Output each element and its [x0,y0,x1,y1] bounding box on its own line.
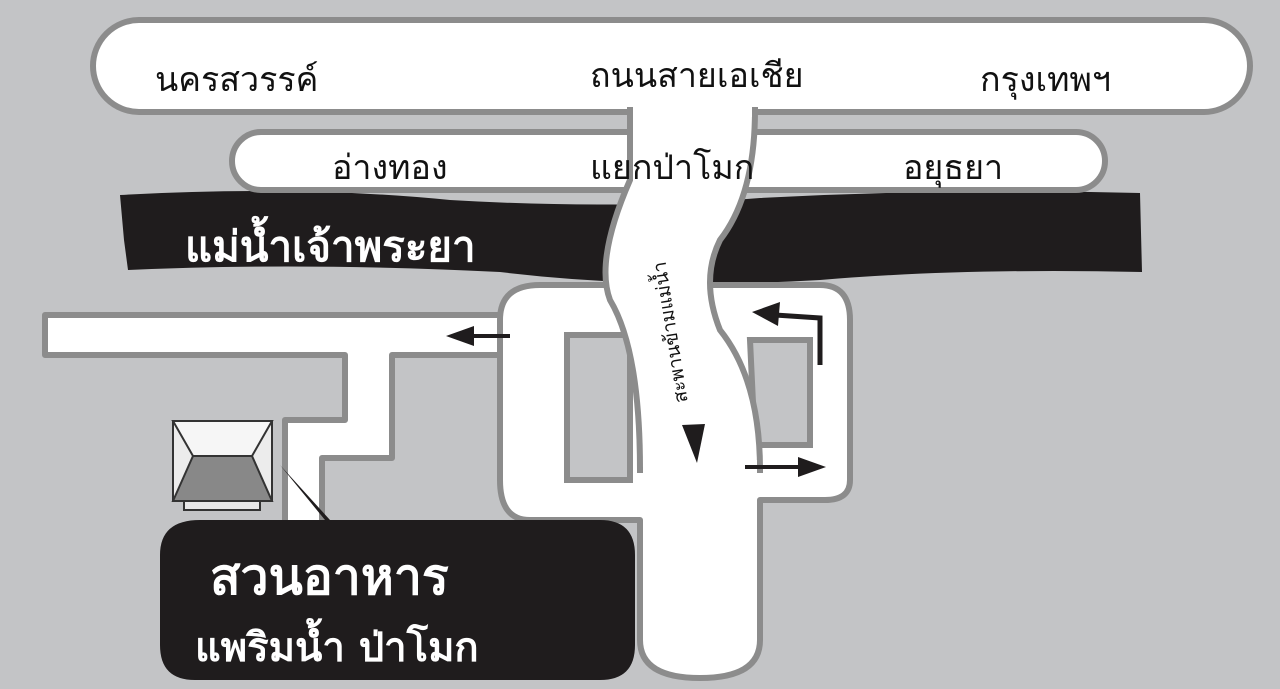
destination-name: สวนอาหาร [210,548,449,606]
arrow-down-icon [682,424,705,463]
road-left [42,312,518,528]
label-asian-highway: ถนนสายเอเชีย [590,56,804,96]
loop-inner-left [564,332,633,483]
callout-bubble [160,465,635,680]
label-pa-mok-junction: แยกป่าโมก [590,148,755,188]
arrow-turn-icon [774,312,823,365]
label-bangkok: กรุงเทพฯ [980,60,1111,100]
label-nakhon-sawan: นครสวรรค์ [155,60,319,100]
building-icon [171,420,274,511]
label-ang-thong: อ่างทอง [332,148,448,188]
label-ayutthaya: อยุธยา [903,148,1004,188]
bridge-road [602,107,764,473]
destination-subtitle: แพริมน้ำ ป่าโมก [195,625,479,671]
label-chao-phraya-river: แม่น้ำเจ้าพระยา [185,222,476,271]
